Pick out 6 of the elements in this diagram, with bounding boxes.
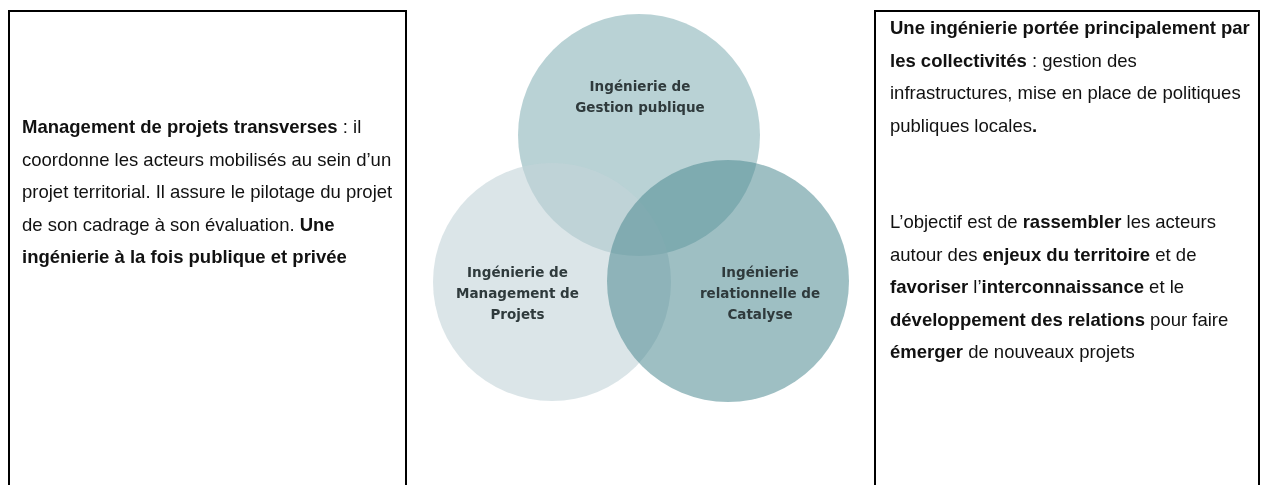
description-text: Une ingénierie portée principalement par les collectivités : gestion des infrastructures, mise en place de politiques publiques locales. (890, 16, 1251, 138)
circle-label: Ingénierie de Gestion publique (574, 77, 706, 117)
description-text: L’objectif est de rassembler les acteurs autour des enjeux du territoire et de favoriser l’interconnaissance et le développement des relations pour faire émerger de nouveaux projets (890, 210, 1230, 364)
circle-label: Ingénierie relationnelle de Catalyse (698, 263, 822, 324)
description-text: Management de projets transverses : il coordonne les acteurs mobilisés au sein d’un projet territorial. Il assure le pilotage du projet de son cadrage à son évaluation. Une ingénierie à la fois publique et privée (22, 115, 394, 269)
circle-label: Ingénierie de Management de Projets (455, 263, 580, 324)
